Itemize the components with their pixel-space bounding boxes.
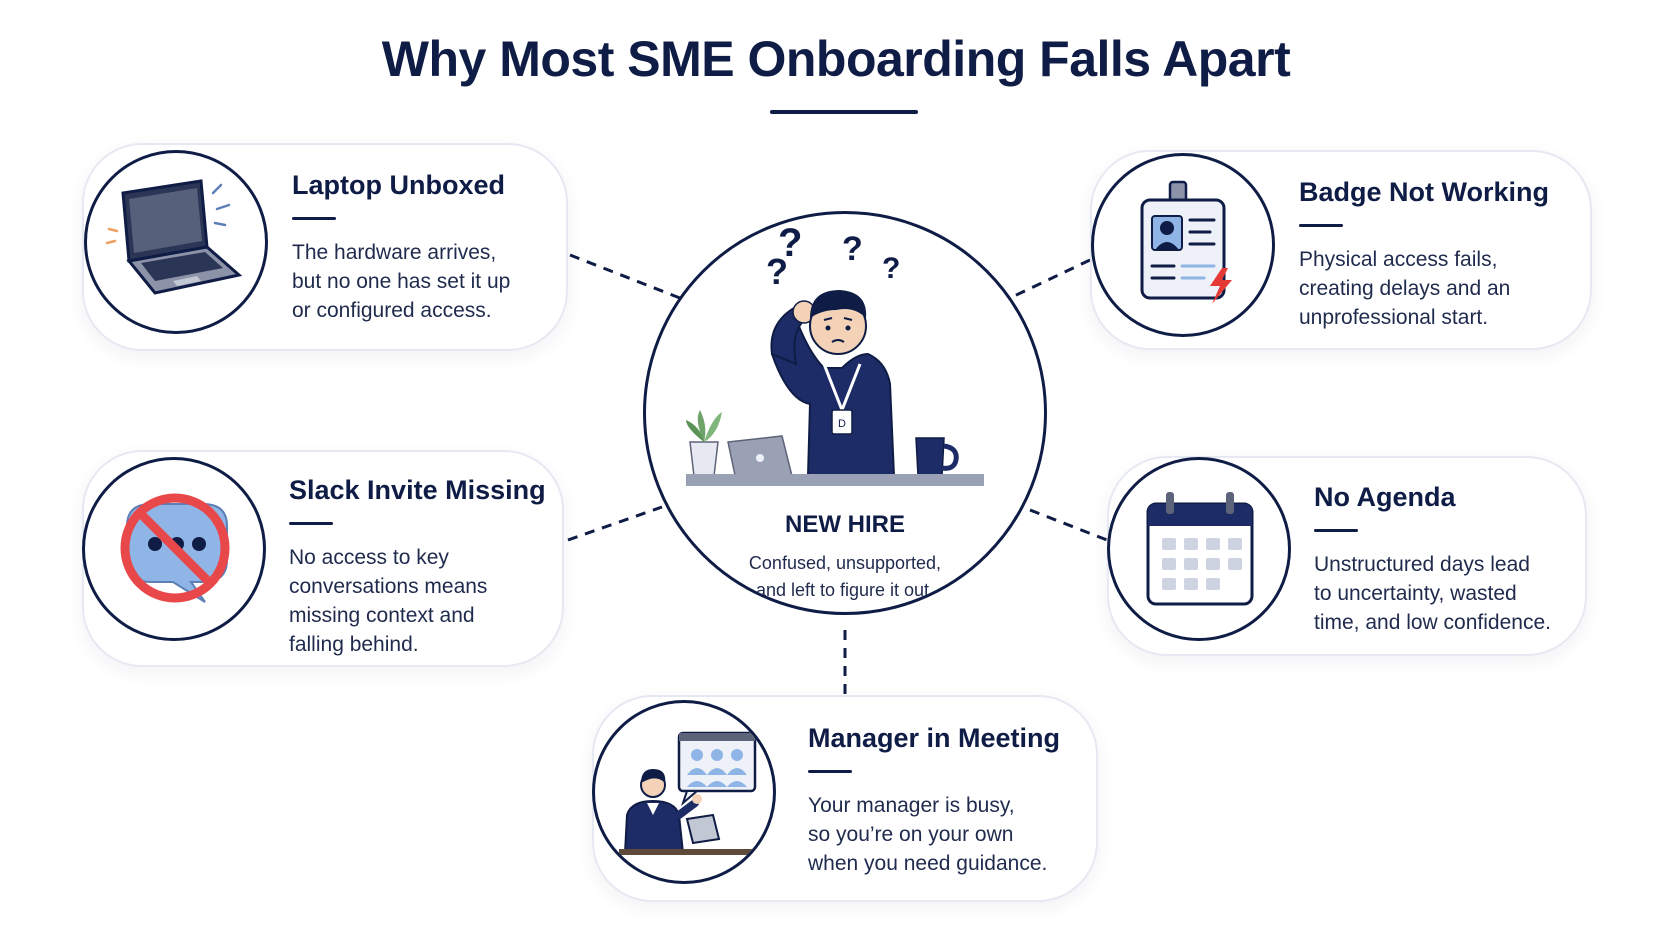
manager-badge — [592, 700, 776, 884]
card-description: Physical access fails, creating delays a… — [1299, 248, 1511, 329]
calendar-icon — [1146, 492, 1254, 606]
card-title-rule — [292, 217, 336, 220]
confused-person-icon: ? ? ? ? D — [686, 221, 984, 486]
connector-badge — [1009, 258, 1091, 300]
card-description: Unstructured days lead to uncertainty, w… — [1314, 553, 1551, 634]
page-title: Why Most SME Onboarding Falls Apart — [381, 31, 1291, 87]
new-hire-hub: ? ? ? ? D NEW HIRE — [643, 211, 1047, 615]
card-title: Slack Invite Missing — [289, 475, 546, 505]
manager-text: Manager in Meeting Your manager is busy,… — [808, 723, 1060, 878]
card-description: Your manager is busy, so you’re on your … — [808, 794, 1048, 875]
card-description: No access to key conversations means mis… — [289, 546, 488, 656]
svg-text:?: ? — [842, 230, 863, 268]
card-title-rule — [1299, 224, 1343, 227]
no-chat-icon — [120, 493, 230, 603]
connector-laptop — [569, 253, 686, 302]
badge-badge — [1091, 153, 1275, 337]
svg-text:?: ? — [882, 252, 900, 285]
card-title: Manager in Meeting — [808, 723, 1061, 753]
hub-description: Confused, unsupported, and left to figur… — [748, 553, 942, 600]
card-title: No Agenda — [1314, 482, 1456, 512]
card-description: The hardware arrives, but no one has set… — [292, 241, 511, 322]
card-title: Badge Not Working — [1299, 177, 1550, 207]
laptop-icon — [105, 179, 243, 295]
badge-letter: D — [838, 418, 846, 430]
badge-text: Badge Not Working Physical access fails,… — [1299, 177, 1549, 332]
agenda-text: No Agenda Unstructured days lead to unce… — [1314, 482, 1551, 637]
agenda-badge — [1107, 457, 1291, 641]
hub-title: NEW HIRE — [785, 511, 905, 538]
slack-text: Slack Invite Missing No access to key co… — [289, 475, 546, 659]
card-title-rule — [289, 522, 333, 525]
card-title: Laptop Unboxed — [292, 170, 505, 200]
video-meeting-icon — [619, 731, 757, 855]
svg-text:?: ? — [766, 251, 788, 292]
laptop-badge — [84, 150, 268, 334]
connector-agenda — [1029, 508, 1108, 542]
card-title-rule — [1314, 529, 1358, 532]
laptop-text: Laptop Unboxed The hardware arrives, but… — [292, 170, 510, 325]
svg-text:?: ? — [778, 221, 802, 265]
title-underline — [770, 110, 918, 114]
id-badge-icon — [1140, 180, 1232, 304]
card-title-rule — [808, 770, 852, 773]
slack-badge — [82, 457, 266, 641]
lightning-icon — [1210, 268, 1232, 304]
